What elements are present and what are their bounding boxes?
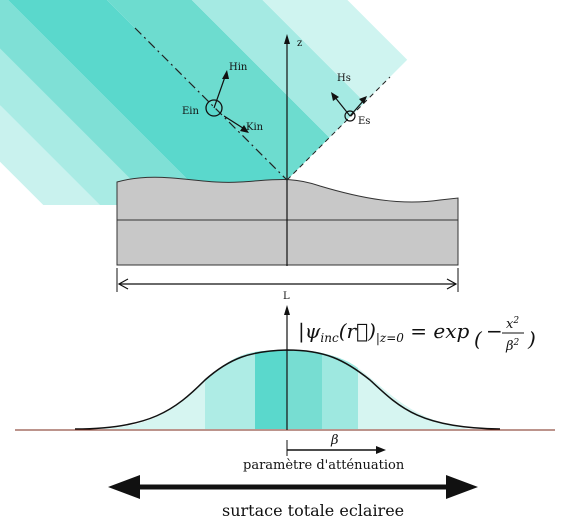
length-arrow-left <box>117 278 129 290</box>
surface-arrowhead-right <box>446 475 478 499</box>
scattered-h-field-arrow <box>333 95 351 117</box>
incident-h-label: Hin <box>229 62 248 73</box>
surface-label: surtace totale eclairee <box>222 501 404 520</box>
incident-ray <box>134 27 288 181</box>
length-label: L <box>283 291 290 302</box>
svg-text:x2: x2 <box>506 316 519 332</box>
scattered-ray <box>286 76 391 181</box>
gaussian-formula: |ψinc(r⃗)|z=0 = exp ( − x2 β2 ) <box>298 316 536 354</box>
gaussian-profile <box>74 349 501 430</box>
svg-text:(: ( <box>474 327 483 351</box>
profile-axis-arrowhead <box>284 305 290 315</box>
gaussian-fill-right <box>322 353 358 429</box>
z-axis-label: z <box>297 38 302 49</box>
svg-text:−: − <box>486 319 503 343</box>
surface-arrowhead-left <box>108 475 140 499</box>
scattered-h-arrowhead <box>331 92 339 101</box>
scattered-k-arrowhead <box>359 96 367 104</box>
incident-k-arrowhead <box>240 125 249 133</box>
gaussian-fill-outer-right <box>358 368 470 429</box>
scattered-h-label: Hs <box>337 73 351 84</box>
gaussian-fill-center-right <box>287 350 322 429</box>
beta-label: β <box>330 433 339 448</box>
incident-beam <box>0 0 408 205</box>
svg-text:β2: β2 <box>505 338 520 354</box>
beta-arrowhead <box>376 446 386 454</box>
incident-k-label: Kin <box>246 122 264 133</box>
incident-e-label: Ein <box>182 106 199 117</box>
gaussian-fill-center-left <box>255 350 287 429</box>
incident-e-field-circle <box>205 99 223 117</box>
attenuation-label: paramètre d'atténuation <box>243 458 405 473</box>
length-arrow-right <box>446 278 458 290</box>
incident-h-field-arrow <box>213 73 227 109</box>
scattered-e-field-circle <box>344 110 356 122</box>
scattered-e-label: Es <box>358 116 370 127</box>
svg-text:): ) <box>527 327 536 351</box>
incident-h-arrowhead <box>222 70 229 79</box>
z-axis-arrowhead <box>284 34 290 44</box>
gaussian-fill-outer-left <box>95 380 205 429</box>
gaussian-fill-left <box>205 352 255 429</box>
scattered-k-arrow <box>349 99 365 117</box>
svg-text:|ψinc(r⃗)|z=0 = exp: |ψinc(r⃗)|z=0 = exp <box>298 319 470 345</box>
